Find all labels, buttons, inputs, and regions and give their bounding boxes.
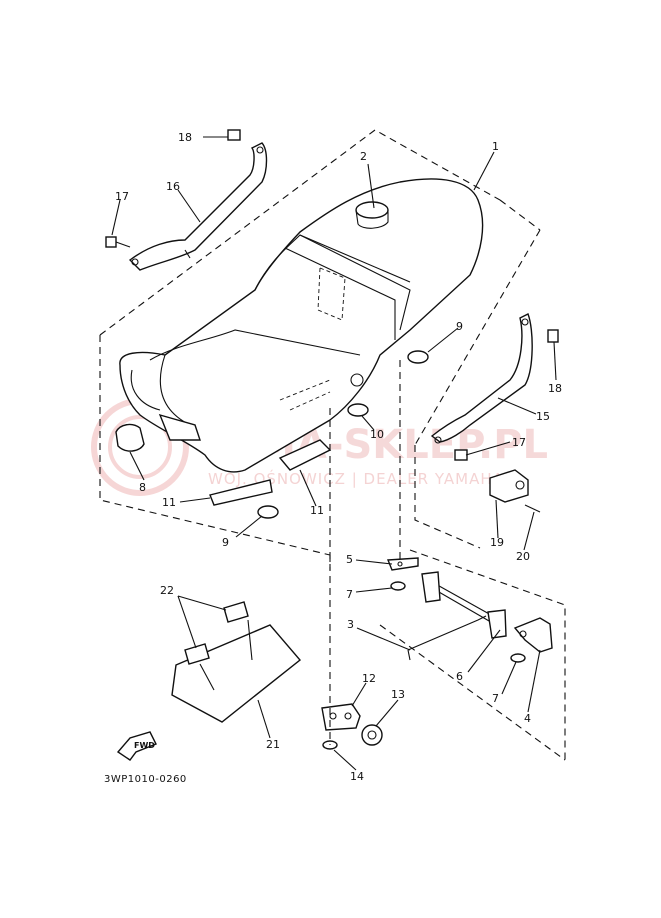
holder-12	[321, 703, 361, 731]
callout-14: 14	[350, 770, 364, 783]
callout-7-a: 7	[346, 588, 353, 601]
bolt-18-top	[203, 129, 241, 141]
bolt-17-right	[454, 449, 468, 461]
cable-3	[407, 615, 487, 661]
seat-boundary-top	[99, 129, 501, 336]
callout-11-a: 11	[162, 496, 176, 509]
bolt-17-left	[105, 236, 131, 248]
callout-11-b: 11	[310, 504, 324, 517]
callout-17-a: 17	[115, 190, 129, 203]
damper-8	[115, 423, 145, 452]
screw-20	[524, 504, 541, 513]
callout-9-a: 9	[456, 320, 463, 333]
callout-16: 16	[166, 180, 180, 193]
assembly-boundaries	[99, 129, 566, 761]
bolt-18-right	[547, 329, 559, 343]
bracket-boundary	[414, 445, 481, 549]
callout-22: 22	[160, 584, 174, 597]
callout-18-b: 18	[548, 382, 562, 395]
callout-19: 19	[490, 536, 504, 549]
watermark-sub: WOJ. OŚNOWICZ | DEALER YAMAHA	[208, 469, 504, 488]
callout-21: 21	[266, 738, 280, 751]
grab-bar-16	[128, 142, 268, 271]
diagram-code: 3WP1010-0260	[104, 774, 187, 785]
seat-boundary-left	[99, 335, 331, 556]
callout-9-b: 9	[222, 536, 229, 549]
leader-lines	[111, 151, 557, 771]
band-11-b	[209, 479, 273, 506]
cap-13	[361, 724, 383, 746]
callout-1: 1	[492, 140, 499, 153]
grab-bar-15	[430, 313, 533, 444]
callout-7-b: 7	[492, 692, 499, 705]
callout-6: 6	[456, 670, 463, 683]
fwd-label: FWD	[134, 741, 155, 750]
callout-13: 13	[391, 688, 405, 701]
cushion-10	[347, 403, 369, 417]
callout-8: 8	[139, 481, 146, 494]
label-22-b	[184, 643, 210, 665]
washer-7-a	[390, 581, 406, 591]
hook-5	[386, 557, 419, 571]
callout-2: 2	[360, 150, 367, 163]
fwd-arrow-icon: FWD	[116, 731, 157, 761]
cushion-9-a	[407, 350, 429, 364]
callout-10: 10	[370, 428, 384, 441]
callout-17-b: 17	[512, 436, 526, 449]
callout-labels: 1 2 3 4 5 6 7 7 8 9 9 10 11 11 12 13 14 …	[115, 131, 562, 783]
lower-boundary	[409, 549, 566, 760]
seat-lock-19	[489, 469, 541, 513]
bracket-4	[513, 617, 553, 653]
label-22-a	[223, 601, 249, 623]
callout-12: 12	[362, 672, 376, 685]
callout-20: 20	[516, 550, 530, 563]
callout-4: 4	[524, 712, 531, 725]
callout-5: 5	[346, 553, 353, 566]
hook-rod-6	[421, 571, 507, 639]
callout-15: 15	[536, 410, 550, 423]
seat-part-1	[119, 178, 484, 473]
owners-manual-21	[171, 624, 302, 723]
cushion-9-b	[257, 505, 279, 519]
callout-3: 3	[347, 618, 354, 631]
callout-18-a: 18	[178, 131, 192, 144]
washer-7-b	[510, 653, 526, 663]
